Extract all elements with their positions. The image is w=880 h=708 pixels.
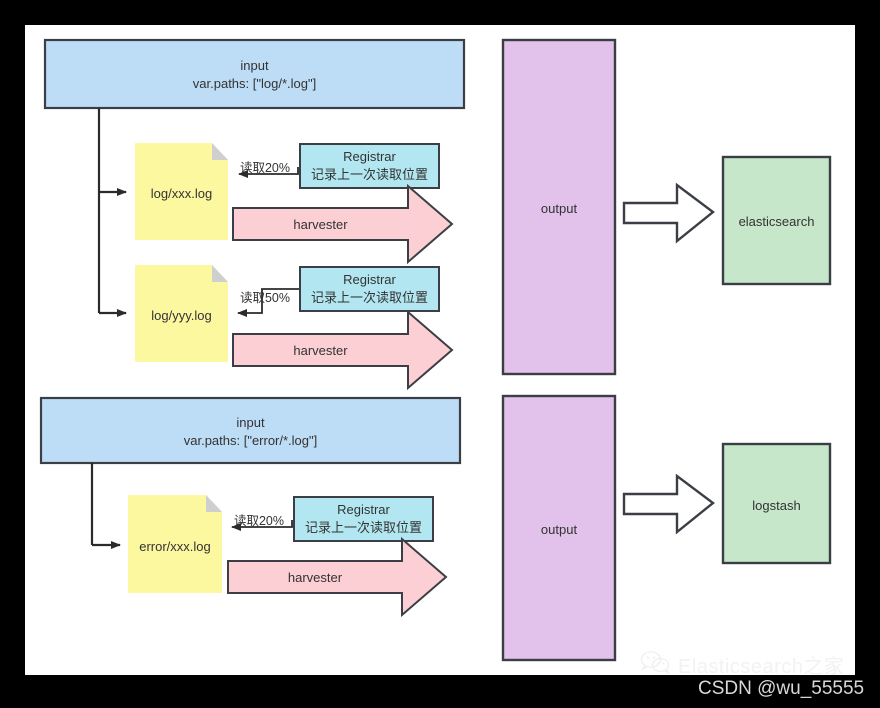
- harvester-arrow-log-xxx: [232, 183, 454, 265]
- file-note-fold-log-xxx: [212, 143, 228, 160]
- file-note-error-xxx: [128, 495, 222, 593]
- registrar-box-log-yyy: [299, 266, 440, 312]
- output-box-1: [501, 38, 617, 376]
- file-note-fold-error-xxx: [206, 495, 222, 512]
- wechat-icon: [640, 650, 670, 679]
- flow-arrow-logstash: [622, 473, 715, 535]
- output-box-2: [501, 394, 617, 662]
- file-note-log-xxx: [135, 143, 228, 240]
- read-connector-log-yyy: [237, 288, 300, 317]
- watermark-credit: CSDN @wu_55555: [698, 678, 865, 699]
- registrar-box-error-xxx: [293, 496, 434, 542]
- read-connector-error-xxx: [231, 520, 293, 531]
- read-connector-log-xxx: [238, 167, 299, 178]
- input-box-log: [43, 38, 466, 110]
- harvester-arrow-error-xxx: [227, 536, 448, 618]
- input-box-error: [39, 396, 462, 465]
- file-note-fold-log-yyy: [212, 265, 228, 282]
- flow-arrow-elasticsearch: [622, 182, 715, 244]
- harvester-arrow-log-yyy: [232, 309, 454, 391]
- target-box-logstash: [721, 442, 832, 565]
- target-box-elasticsearch: [721, 155, 832, 286]
- watermark-brand: Elasticsearch之家: [678, 656, 845, 678]
- registrar-box-log-xxx: [299, 143, 440, 189]
- file-note-log-yyy: [135, 265, 228, 362]
